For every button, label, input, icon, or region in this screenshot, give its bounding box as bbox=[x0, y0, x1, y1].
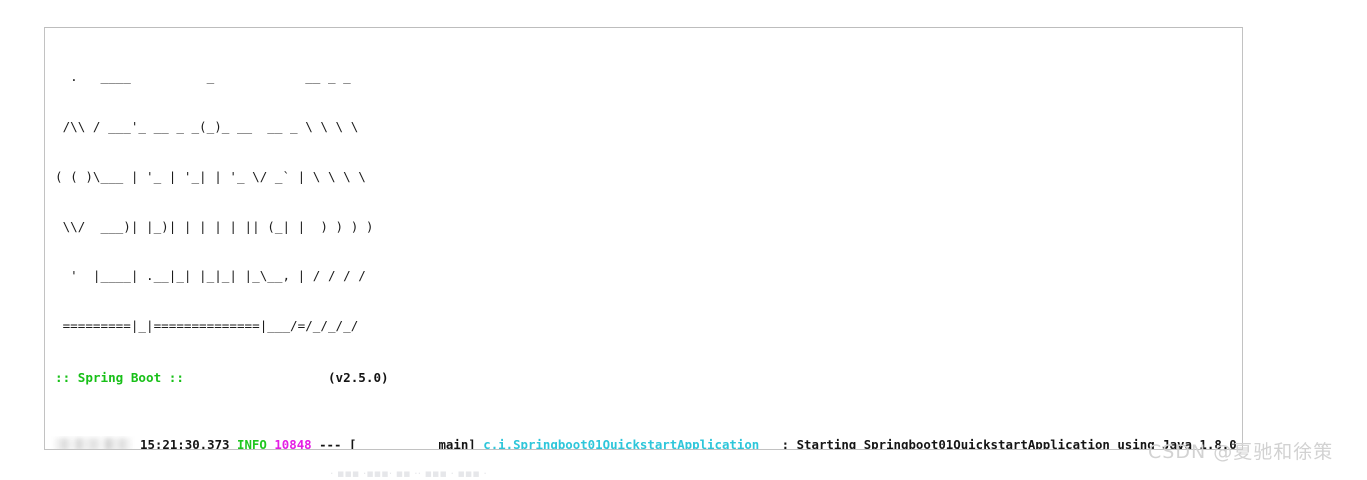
banner-line-6: =========|_|==============|___/=/_/_/_/ bbox=[55, 318, 359, 334]
redacted-date-block bbox=[55, 437, 131, 449]
log-colon: : bbox=[781, 436, 797, 450]
banner-line-1: . ____ _ __ _ _ bbox=[55, 69, 351, 85]
clipped-top-text: · · ·· · ·· · bbox=[0, 0, 1367, 4]
log-separator: --- bbox=[319, 436, 342, 450]
log-message: Starting Springboot01QuickstartApplicati… bbox=[796, 436, 1242, 450]
log-logger: c.i.Springboot01QuickstartApplication bbox=[483, 436, 782, 450]
spring-boot-ascii-banner: . ____ _ __ _ _ /\\ / ___'_ __ _ _(_)_ _… bbox=[45, 28, 1242, 420]
spring-boot-label: :: Spring Boot :: bbox=[55, 369, 184, 385]
banner-line-4: \\/ ___)| |_)| | | | | || (_| | ) ) ) ) bbox=[55, 218, 374, 234]
banner-line-5: ' |____| .__|_| |_|_| |_\__, | / / / / bbox=[55, 268, 366, 284]
console-output-panel[interactable]: . ____ _ __ _ _ /\\ / ___'_ __ _ _(_)_ _… bbox=[44, 27, 1243, 450]
log-timestamp: 15:21:30.373 bbox=[140, 436, 230, 450]
log-thread: [ main] bbox=[348, 436, 476, 450]
spring-boot-version: (v2.5.0) bbox=[327, 369, 389, 385]
clipped-bottom-text: · ▪▪▪ ·▪▪▪· ▪▪ ·· ▪▪▪ · ▪▪▪ · bbox=[330, 468, 487, 480]
banner-line-3: ( ( )\___ | '_ | '_| | '_ \/ _` | \ \ \ … bbox=[55, 168, 366, 184]
banner-line-2: /\\ / ___'_ __ _ _(_)_ __ __ _ \ \ \ \ bbox=[55, 118, 359, 134]
log-line-list[interactable]: 15:21:30.373 INFO 10848 --- [ main] c.i.… bbox=[45, 436, 1242, 450]
log-space bbox=[341, 437, 348, 449]
banner-footer: :: Spring Boot :: (v2.5.0) bbox=[55, 370, 1242, 387]
log-space bbox=[312, 437, 319, 449]
banner-gap bbox=[184, 370, 328, 385]
log-pid: 10848 bbox=[274, 436, 312, 450]
log-line[interactable]: 15:21:30.373 INFO 10848 --- [ main] c.i.… bbox=[45, 436, 1242, 450]
log-space bbox=[230, 437, 237, 449]
log-level: INFO bbox=[237, 436, 267, 450]
